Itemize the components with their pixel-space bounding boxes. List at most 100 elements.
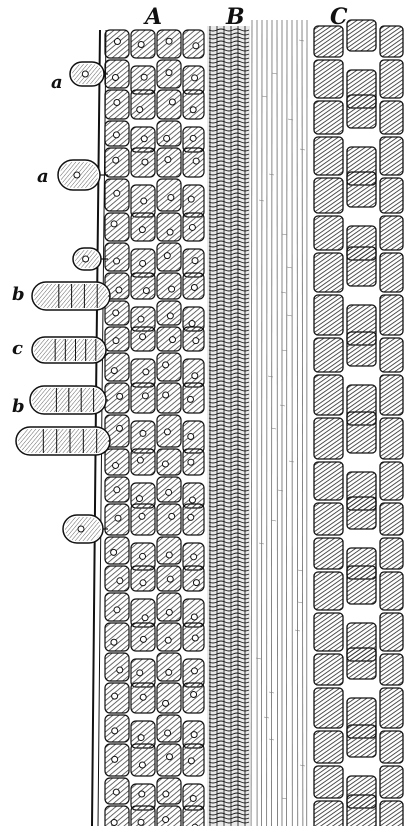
tissue-layer-b [251,20,307,826]
cell-nucleus [164,429,170,435]
parenchyma-cell-c [314,26,343,57]
cell-nucleus [138,316,144,322]
cell-nucleus [116,425,122,431]
parenchyma-cell [157,449,181,475]
parenchyma-cell [157,593,181,621]
fibre-crosswall [259,200,264,201]
fibre-crosswall [287,315,292,316]
cell-nucleus [165,157,171,163]
parenchyma-cell-c [314,60,343,98]
cell-nucleus [113,338,119,344]
parenchyma-cell [157,683,181,713]
parenchyma-cell-c [347,20,376,51]
fibre-crosswall [280,405,285,406]
cell-nucleus [163,817,169,823]
cell-nucleus [189,497,195,503]
cell-nucleus [114,39,120,45]
cell-nucleus [188,196,194,202]
cell-nucleus [189,321,195,327]
parenchyma-cell-c [380,462,403,500]
fibre-line [262,20,263,826]
parenchyma-cell [157,537,181,564]
parenchyma-cell-c [380,216,403,250]
cell-nucleus [187,396,193,402]
cell-nucleus [166,489,172,495]
cell-nucleus [117,667,123,673]
hair-b-2 [30,386,108,414]
parenchyma-cell [157,213,181,241]
parenchyma-cell [183,566,204,591]
label-C: C [330,6,348,28]
cell-nucleus [169,513,175,519]
hair-nucleus [82,71,88,77]
cell-nucleus [112,75,118,81]
cell-nucleus [138,41,144,47]
parenchyma-cell-c [314,538,343,569]
fibre-crosswall [282,234,287,235]
cell-nucleus [140,430,146,436]
parenchyma-cell-c [347,566,376,604]
cell-nucleus [139,227,145,233]
cell-nucleus [163,791,169,797]
cell-nucleus [143,369,149,375]
parenchyma-cell-c [380,375,403,415]
parenchyma-cell [157,778,181,804]
parenchyma-cell [183,90,204,119]
cell-nucleus [142,159,148,165]
parenchyma-cell [105,537,129,564]
cell-nucleus [139,762,145,768]
cell-nucleus [142,393,148,399]
parenchyma-cell-c [314,216,343,250]
parenchyma-cell [105,60,129,88]
parenchyma-cell [157,90,181,119]
parenchyma-cell-c [314,613,343,651]
cell-nucleus [138,735,144,741]
fibre-crosswall [282,350,287,351]
cell-nucleus [165,637,171,643]
hair-small [73,248,108,270]
cell-nucleus [111,549,117,555]
cell-nucleus [163,700,169,706]
cell-nucleus [167,576,173,582]
parenchyma-cell-c [380,418,403,459]
cell-nucleus [115,515,121,521]
parenchyma-cell-c [380,688,403,728]
cell-nucleus [111,221,117,227]
parenchyma-cell-c [314,462,343,500]
parenchyma-cell [105,213,129,241]
cell-nucleus [193,158,199,164]
parenchyma-cell-c [380,654,403,685]
cell-nucleus [191,284,197,290]
parenchyma-cell-c [380,766,403,798]
parenchyma-cell [131,744,155,776]
parenchyma-cell-c [380,101,403,134]
cell-nucleus [191,614,197,620]
cell-nucleus [166,552,172,558]
cell-nucleus [117,393,123,399]
cell-nucleus [137,670,143,676]
cell-nucleus [113,789,119,795]
cell-nucleus [190,135,196,141]
parenchyma-cell-c [347,725,376,757]
cell-nucleus [143,288,149,294]
vessel-band-bg [207,26,250,826]
parenchyma-cell-c [380,137,403,175]
cell-nucleus [137,457,143,463]
fibre-crosswall [298,602,303,603]
cell-nucleus [193,338,199,344]
label-hair-b-1: b [12,286,25,304]
cell-nucleus [170,337,176,343]
parenchyma-cell-c [380,613,403,651]
parenchyma-cell-c [380,801,403,826]
fibre-crosswall [298,570,303,571]
cell-nucleus [114,190,120,196]
cell-nucleus [112,728,118,734]
cell-nucleus [192,668,198,674]
fibre-line [286,20,287,826]
label-hair-a-1: a [51,74,63,92]
cell-nucleus [192,373,198,379]
cell-nucleus [166,669,172,675]
cell-nucleus [192,258,198,264]
cell-nucleus [188,514,194,520]
cell-nucleus [140,694,146,700]
